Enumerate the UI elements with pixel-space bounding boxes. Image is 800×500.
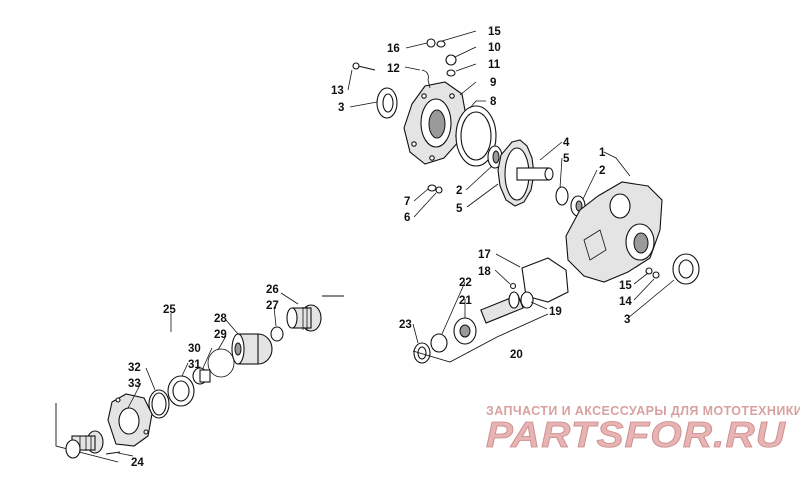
callout-1: 1 xyxy=(599,147,606,159)
callout-2: 2 xyxy=(599,165,605,177)
callout-10: 10 xyxy=(488,42,501,54)
yoke-flange xyxy=(65,430,104,459)
bearing-28 xyxy=(231,333,273,365)
callout-16: 16 xyxy=(387,43,400,55)
seal-31 xyxy=(167,375,195,407)
bolt-13 xyxy=(352,62,376,71)
bolt-24 xyxy=(105,451,121,455)
callout-25: 25 xyxy=(163,304,176,316)
callout-12: 12 xyxy=(387,63,400,75)
housing-cap-33 xyxy=(107,393,153,447)
callout-20: 20 xyxy=(510,349,523,361)
callout-4: 4 xyxy=(563,137,570,149)
callout-13: 13 xyxy=(331,85,344,97)
callout-5: 5 xyxy=(456,203,463,215)
washer-15-upper xyxy=(436,40,446,48)
circlip-29 xyxy=(207,348,235,378)
housing-1 xyxy=(565,181,663,283)
callout-33: 33 xyxy=(128,378,141,390)
callout-2: 2 xyxy=(456,185,462,197)
callout-26: 26 xyxy=(266,284,279,296)
ring-gear-4 xyxy=(497,139,554,207)
callout-32: 32 xyxy=(128,362,141,374)
callout-9: 9 xyxy=(490,77,496,89)
washer-15-lower xyxy=(645,267,653,275)
bolt-6 xyxy=(435,186,443,194)
watermark-logo: PARTSFOR.RU xyxy=(486,414,786,454)
callout-28: 28 xyxy=(214,313,227,325)
callout-7: 7 xyxy=(404,196,410,208)
callout-31: 31 xyxy=(188,359,201,371)
callout-17: 17 xyxy=(478,249,491,261)
callout-24: 24 xyxy=(131,457,144,469)
callout-6: 6 xyxy=(404,212,410,224)
race-22 xyxy=(430,333,448,353)
bolt-14 xyxy=(652,271,660,279)
callout-21: 21 xyxy=(459,295,472,307)
group-line-25 xyxy=(55,403,119,463)
callout-29: 29 xyxy=(214,329,227,341)
oring-11 xyxy=(446,69,456,77)
spacer-5 xyxy=(555,186,569,206)
output-shaft-26 xyxy=(286,304,322,332)
callout-22: 22 xyxy=(459,277,472,289)
spacer-23 xyxy=(413,342,431,364)
fitting-16 xyxy=(426,38,436,48)
spacer-30 xyxy=(192,367,211,385)
oring-32 xyxy=(148,389,170,419)
callout-23: 23 xyxy=(399,319,412,331)
seal-3-upper xyxy=(376,87,398,119)
callout-3: 3 xyxy=(338,102,344,114)
callout-8: 8 xyxy=(490,96,497,108)
cover-plate-9 xyxy=(403,81,467,165)
callout-15: 15 xyxy=(488,26,501,38)
vent-tube-12 xyxy=(421,69,431,89)
pinion-shaft xyxy=(480,291,524,324)
watermark-logo-text: PARTSFOR.RU xyxy=(486,414,786,454)
race-19 xyxy=(520,291,534,309)
bearing-2-upper xyxy=(487,145,503,169)
callout-11: 11 xyxy=(488,59,501,71)
callout-18: 18 xyxy=(478,266,491,278)
gasket-8 xyxy=(455,105,497,167)
callout-30: 30 xyxy=(188,343,201,355)
group-line-20 xyxy=(412,313,549,363)
callout-14: 14 xyxy=(619,296,632,308)
plug-10 xyxy=(445,54,457,66)
pin-18 xyxy=(509,282,517,290)
watermark-caption: ЗАПЧАСТИ И АКСЕССУАРЫ ДЛЯ МОТОТЕХНИКИ xyxy=(486,404,800,418)
callout-3: 3 xyxy=(624,314,630,326)
callout-27: 27 xyxy=(266,300,279,312)
washer-7 xyxy=(427,184,437,192)
callout-5: 5 xyxy=(563,153,570,165)
seal-3-lower xyxy=(672,253,700,285)
oring-27 xyxy=(270,326,284,342)
callout-numbers: 1 2 2 3 3 4 5 5 6 7 8 9 10 11 12 13 14 1… xyxy=(128,26,632,469)
callout-15: 15 xyxy=(619,280,632,292)
leader-lines xyxy=(117,30,675,457)
bearing-21 xyxy=(453,317,477,345)
callout-19: 19 xyxy=(549,306,562,318)
